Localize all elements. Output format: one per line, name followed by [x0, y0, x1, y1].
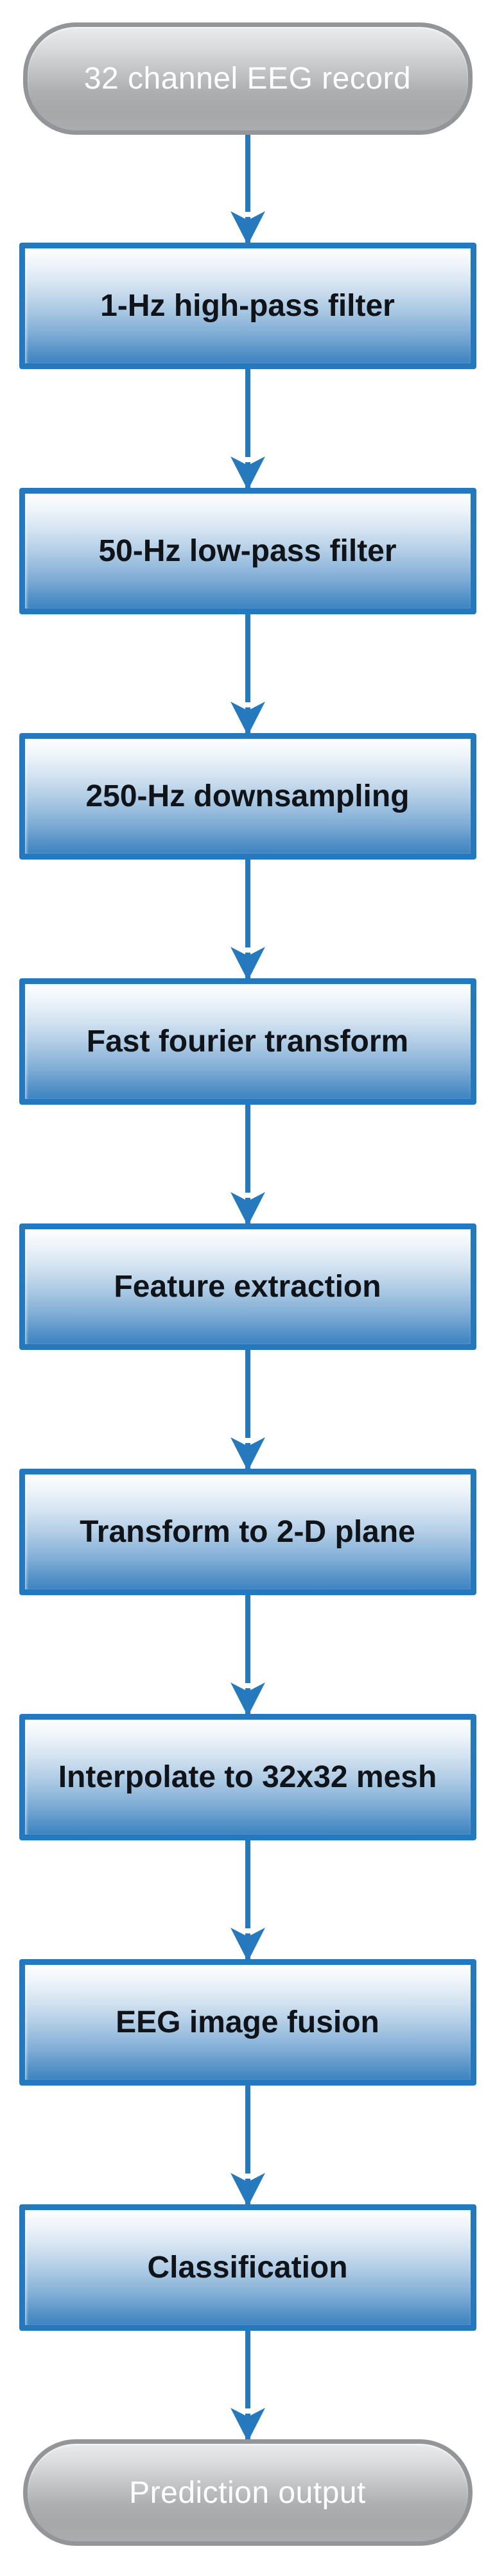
arrowhead-down-icon: [230, 2408, 265, 2439]
flow-arrow-7: [229, 1595, 267, 1714]
process-box-interpolation: Interpolate to 32x32 mesh: [19, 1714, 476, 1840]
node-label: Fast fourier transform: [86, 1024, 409, 1059]
arrowhead-down-icon: [230, 1192, 265, 1223]
arrow-shaft: [245, 2331, 250, 2408]
arrow-shaft: [245, 1105, 250, 1193]
process-box-high-pass-filter: 1-Hz high-pass filter: [19, 243, 476, 369]
flow-arrow-4: [229, 860, 267, 978]
arrow-shaft: [245, 1595, 250, 1683]
process-box-2d-transform: Transform to 2-D plane: [19, 1469, 476, 1595]
process-box-fft: Fast fourier transform: [19, 978, 476, 1105]
flow-arrow-1: [229, 135, 267, 243]
terminator-start: 32 channel EEG record: [22, 22, 473, 135]
arrow-shaft: [245, 860, 250, 947]
process-box-image-fusion: EEG image fusion: [19, 1959, 476, 2086]
flow-arrow-9: [229, 2086, 267, 2204]
node-label: 50-Hz low-pass filter: [98, 534, 397, 568]
arrow-shaft: [245, 369, 250, 457]
node-label: 250-Hz downsampling: [85, 779, 410, 813]
arrowhead-down-icon: [230, 456, 265, 488]
node-label: Interpolate to 32x32 mesh: [58, 1760, 437, 1794]
arrowhead-down-icon: [230, 1928, 265, 1959]
node-label: EEG image fusion: [116, 2005, 379, 2039]
arrow-shaft: [245, 1840, 250, 1928]
node-label: 1-Hz high-pass filter: [100, 289, 395, 323]
flow-arrow-10: [229, 2331, 267, 2439]
flow-arrow-2: [229, 369, 267, 488]
arrow-shaft: [245, 614, 250, 702]
node-label: 32 channel EEG record: [83, 62, 412, 96]
flow-arrow-3: [229, 614, 267, 733]
process-box-low-pass-filter: 50-Hz low-pass filter: [19, 488, 476, 614]
process-box-classification: Classification: [19, 2204, 476, 2331]
node-label: Feature extraction: [114, 1270, 381, 1304]
arrowhead-down-icon: [230, 702, 265, 733]
arrowhead-down-icon: [230, 2173, 265, 2204]
arrow-shaft: [245, 2086, 250, 2174]
process-box-feature-extraction: Feature extraction: [19, 1223, 476, 1350]
flow-arrow-8: [229, 1840, 267, 1959]
arrow-shaft: [245, 135, 250, 212]
arrowhead-down-icon: [230, 1437, 265, 1469]
node-label: Transform to 2-D plane: [80, 1515, 415, 1549]
arrowhead-down-icon: [230, 1682, 265, 1714]
terminator-end: Prediction output: [22, 2439, 473, 2546]
node-label: Prediction output: [129, 2475, 366, 2510]
flow-arrow-5: [229, 1105, 267, 1223]
node-label: Classification: [147, 2251, 348, 2285]
process-box-downsampling: 250-Hz downsampling: [19, 733, 476, 860]
arrow-shaft: [245, 1350, 250, 1438]
arrowhead-down-icon: [230, 947, 265, 978]
arrowhead-down-icon: [230, 211, 265, 243]
flow-arrow-6: [229, 1350, 267, 1469]
